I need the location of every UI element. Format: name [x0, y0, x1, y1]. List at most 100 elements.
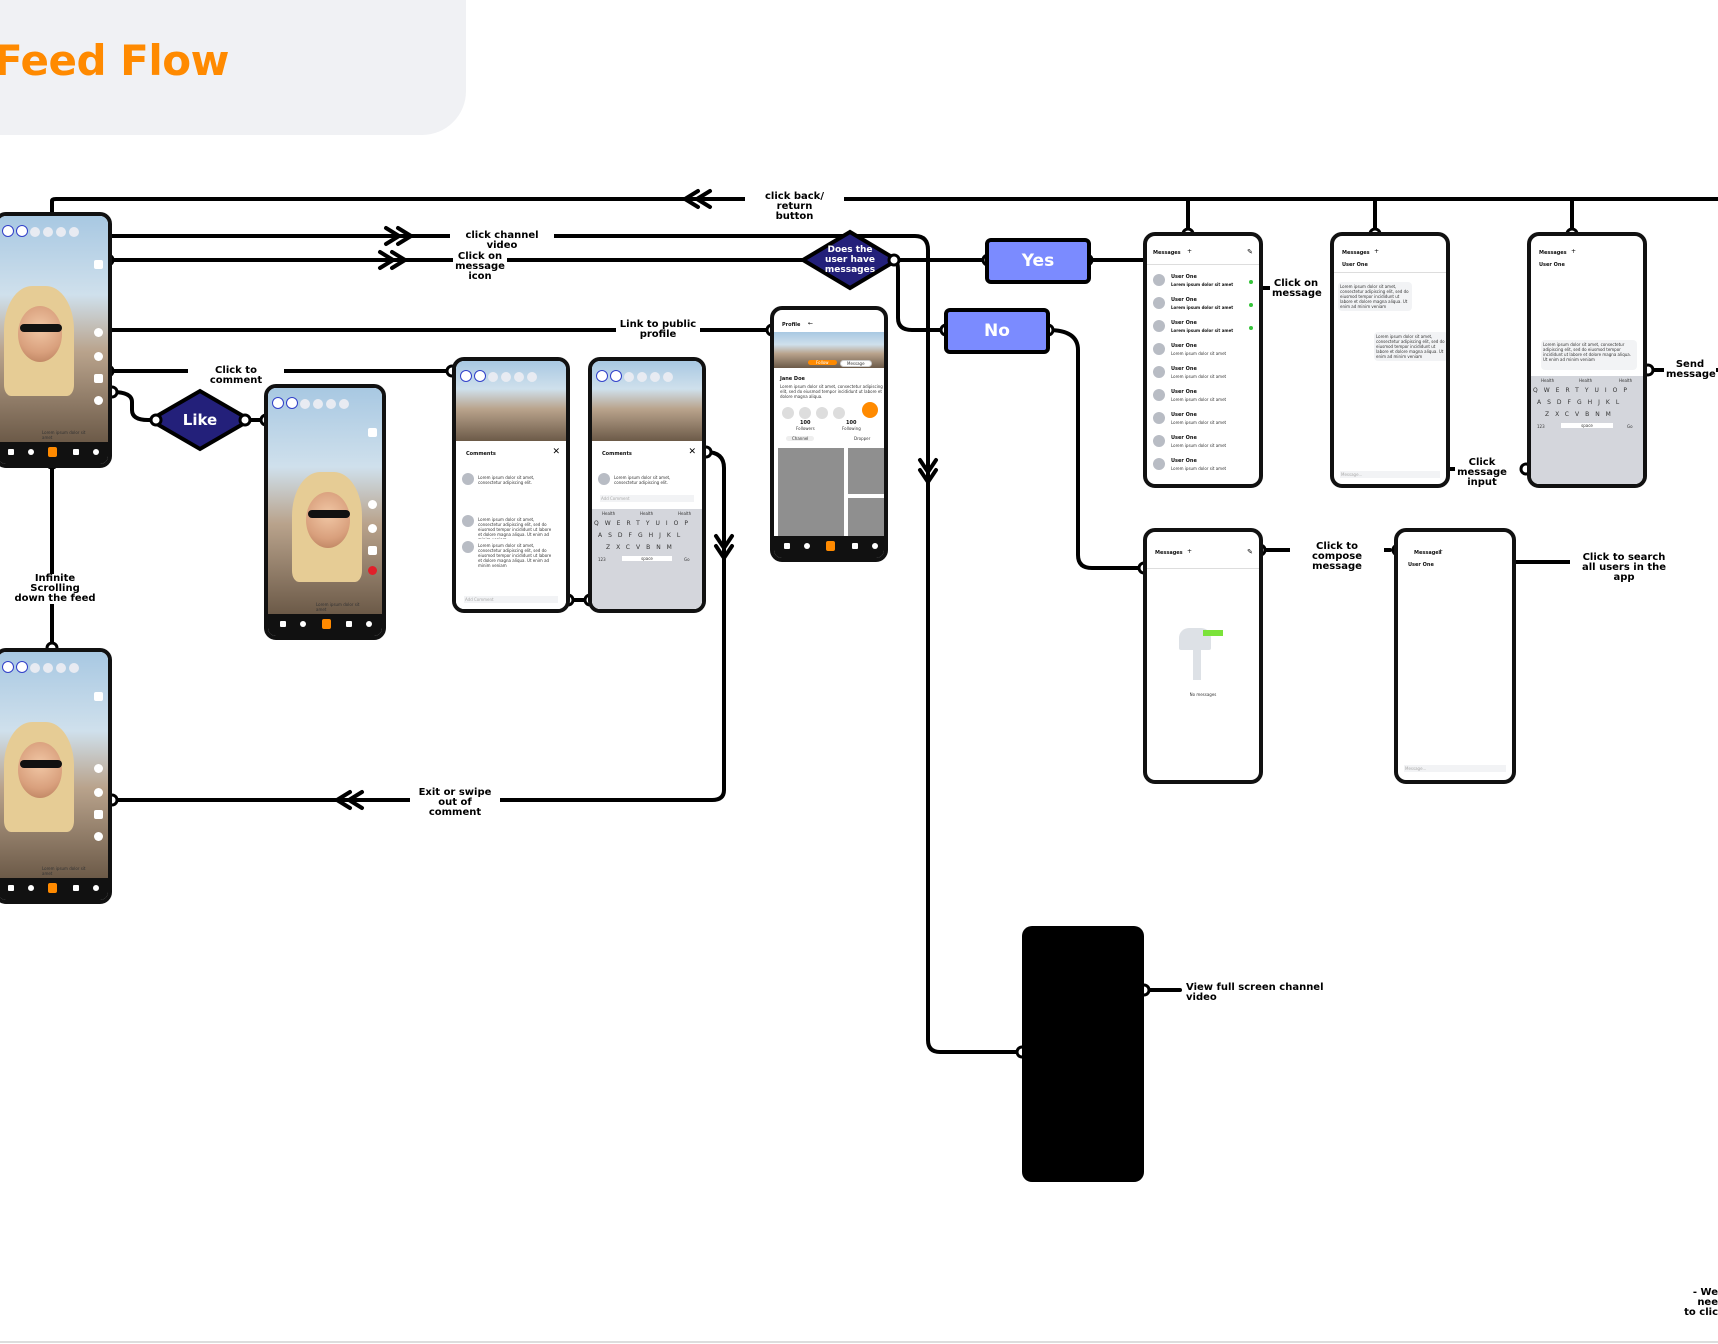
plus-icon[interactable]: + — [1374, 248, 1380, 255]
heart-icon[interactable] — [94, 396, 103, 405]
num-key[interactable]: 123 — [598, 557, 606, 562]
message-button[interactable]: Message — [840, 360, 872, 367]
go-key[interactable]: Go — [684, 557, 690, 562]
account-icon[interactable] — [872, 543, 878, 549]
draft-message[interactable]: Lorem ipsum dolor sit amet, consectetur … — [1541, 340, 1637, 370]
message-input[interactable]: Message... — [1404, 765, 1506, 772]
back-arrow-icon[interactable]: ← — [808, 320, 814, 327]
compose-icon[interactable]: ✎ — [1247, 548, 1253, 556]
profile-icon[interactable] — [368, 500, 377, 509]
keyboard-row-1[interactable]: QWERTYUIOP — [1533, 387, 1634, 394]
label-click-compose: Click to compose message — [1290, 542, 1384, 572]
plus-icon[interactable]: + — [1187, 248, 1193, 255]
stats-icon[interactable] — [852, 543, 858, 549]
suggestion-1[interactable]: Health — [602, 511, 616, 516]
compose-icon[interactable]: ✎ — [1247, 248, 1253, 256]
search-icon[interactable] — [300, 621, 306, 627]
keyboard-row-3[interactable]: ZXCVBNM — [606, 544, 678, 551]
create-icon[interactable] — [48, 883, 57, 893]
home-icon[interactable] — [784, 543, 790, 549]
sunglasses — [308, 510, 350, 518]
top-bar — [2, 658, 82, 673]
keyboard-row-2[interactable]: ASDFGHJKL — [598, 532, 687, 539]
search-user[interactable]: User One — [1408, 562, 1434, 568]
stats-icon[interactable] — [73, 885, 79, 891]
suggestion-2[interactable]: Health — [1579, 378, 1593, 383]
space-key[interactable]: space — [1561, 423, 1613, 428]
message-preview: Lorem ipsum dolor sit amet — [1171, 397, 1227, 402]
channel-grid-item[interactable] — [848, 448, 884, 494]
comment-icon[interactable] — [94, 374, 103, 383]
eye-icon[interactable] — [368, 524, 377, 533]
message-user: User One — [1171, 435, 1197, 441]
following-label: Following — [842, 426, 861, 431]
message-icon[interactable] — [368, 428, 377, 437]
close-icon[interactable]: ✕ — [552, 447, 560, 457]
plus-icon[interactable]: + — [1187, 548, 1193, 555]
message-icon[interactable] — [94, 260, 103, 269]
empty-messages-screen: Messages + ✎ No messages — [1143, 528, 1263, 784]
home-icon[interactable] — [8, 885, 14, 891]
message-user: User One — [1171, 389, 1197, 395]
channel-grid-item[interactable] — [778, 448, 844, 542]
search-icon[interactable] — [28, 449, 34, 455]
keyboard-row-3[interactable]: ZXCVBNM — [1545, 411, 1617, 418]
add-comment-input[interactable]: Add Comment — [600, 495, 694, 502]
suggestion-3[interactable]: Health — [678, 511, 692, 516]
dropper-tab[interactable]: Dropper — [854, 436, 871, 441]
suggestion-2[interactable]: Health — [640, 511, 654, 516]
channel-grid-item[interactable] — [848, 498, 884, 542]
profile-icon[interactable] — [94, 328, 103, 337]
create-icon[interactable] — [48, 447, 57, 457]
comment-icon[interactable] — [368, 546, 377, 555]
close-icon[interactable]: ✕ — [688, 447, 696, 457]
add-comment-input[interactable]: Add Comment — [464, 596, 558, 603]
search-icon[interactable] — [28, 885, 34, 891]
space-key[interactable]: space — [622, 556, 672, 561]
create-icon[interactable] — [322, 619, 331, 629]
keyboard-row-1[interactable]: QWERTYUIOP — [594, 520, 695, 527]
suggestion-1[interactable]: Health — [1541, 378, 1555, 383]
comment-text: Lorem ipsum dolor sit amet, consectetur … — [478, 517, 552, 539]
channel-tab[interactable]: Channel — [786, 436, 815, 441]
plus-icon[interactable]: + — [1438, 548, 1444, 555]
keyboard-row-2[interactable]: ASDFGHJKL — [1537, 399, 1626, 406]
follow-button[interactable]: Follow — [808, 360, 837, 365]
account-icon[interactable] — [93, 885, 99, 891]
heart-filled-icon[interactable] — [368, 566, 377, 575]
comment-icon[interactable] — [94, 810, 103, 819]
stats-icon[interactable] — [346, 621, 352, 627]
suggestion-3[interactable]: Health — [1619, 378, 1633, 383]
message-icon[interactable] — [94, 692, 103, 701]
full-screen-video[interactable] — [1022, 926, 1144, 1182]
mailbox-flag — [1203, 630, 1223, 636]
search-icon[interactable] — [804, 543, 810, 549]
create-icon[interactable] — [826, 541, 835, 551]
message-input[interactable]: Message... — [1340, 471, 1440, 478]
conversation-user: User One — [1342, 262, 1368, 268]
go-key[interactable]: Go — [1627, 424, 1633, 429]
eye-icon[interactable] — [94, 352, 103, 361]
account-icon[interactable] — [366, 621, 372, 627]
num-key[interactable]: 123 — [1537, 424, 1545, 429]
profile-icon[interactable] — [94, 764, 103, 773]
stats-icon[interactable] — [73, 449, 79, 455]
plus-icon[interactable]: + — [1571, 248, 1577, 255]
avatar — [1153, 343, 1165, 355]
heart-icon[interactable] — [94, 832, 103, 841]
eye-icon[interactable] — [94, 788, 103, 797]
account-icon[interactable] — [93, 449, 99, 455]
message-preview: Lorem ipsum dolor sit amet — [1171, 305, 1234, 310]
home-icon[interactable] — [280, 621, 286, 627]
message-preview: Lorem ipsum dolor sit amet — [1171, 466, 1227, 471]
home-icon[interactable] — [8, 449, 14, 455]
